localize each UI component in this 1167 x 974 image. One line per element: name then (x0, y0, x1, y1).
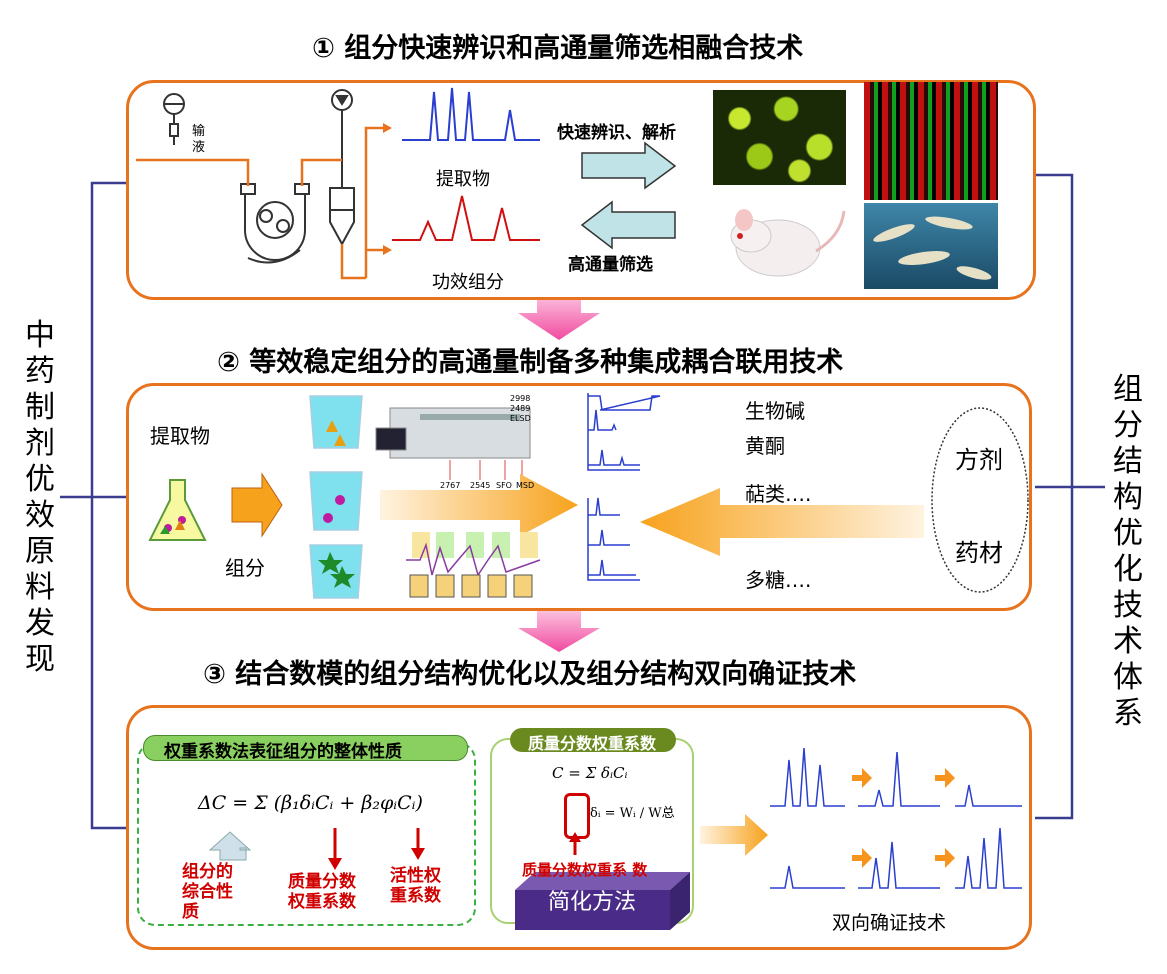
formula-main: ΔC = Σ (β₁δᵢCᵢ + β₂φᵢCᵢ) (198, 792, 423, 814)
formula-delta: δᵢ = Wᵢ / W总 (590, 806, 675, 821)
heatmap-image (864, 82, 998, 200)
extract-label-2: 提取物 (150, 424, 210, 448)
zebrafish-image (864, 203, 998, 289)
weight-coefficient-tag (143, 735, 468, 761)
instrument-label-msd: MSD (516, 481, 535, 490)
effective-fraction-label: 功效组分 (432, 272, 504, 293)
instrument-label-2545: 2545 (470, 481, 491, 490)
cell-micrograph-image (713, 90, 846, 185)
formula-label: 方剂 (955, 446, 1003, 474)
instrument-label-2489: 2489 (510, 404, 531, 413)
mass-fraction-label: 质量分数权重系数 (288, 872, 356, 912)
fast-identification-label: 快速辨识、解析 (557, 123, 676, 143)
mass-fraction-label-2: 质量分数权重系 数 (522, 861, 648, 879)
class-alkaloid: 生物碱 (745, 399, 805, 423)
fraction-label: 组分 (225, 556, 265, 580)
section-2-title: ② 等效稳定组分的高通量制备多种集成耦合联用技术 (217, 347, 844, 378)
simplify-method-label: 简化方法 (548, 890, 637, 915)
formula-simple: C = Σ δᵢCᵢ (552, 764, 628, 782)
section-1-title: ① 组分快速辨识和高通量筛选相融合技术 (312, 33, 804, 64)
instrument-label-elsd: ELSD (510, 414, 531, 423)
instrument-label-2767: 2767 (440, 481, 461, 490)
section-3-title: ③ 结合数模的组分结构优化以及组分结构双向确证技术 (203, 659, 857, 690)
bidirectional-label: 双向确证技术 (832, 912, 947, 934)
weight-coefficient-title: 权重系数法表征组分的整体性质 (164, 742, 402, 762)
extract-label: 提取物 (436, 169, 490, 190)
right-vertical-label: 组分结构优化技术体系 (1113, 372, 1143, 731)
overall-property-label: 组分的综合性质 (182, 862, 233, 922)
activity-weight-label: 活性权重系数 (390, 866, 441, 906)
mass-fraction-tag (510, 728, 676, 752)
class-polysaccharide: 多糖…. (745, 568, 812, 592)
infusion-label: 输液 (192, 124, 206, 155)
mouse-image (716, 196, 846, 286)
instrument-label-sfo: SFO (496, 481, 512, 490)
class-flavonoid: 黄酮 (745, 434, 785, 458)
high-throughput-label: 高通量筛选 (568, 255, 653, 275)
left-vertical-label: 中药制剂优效原料发现 (25, 318, 55, 677)
class-terpenoid: 萜类…. (745, 482, 812, 506)
mass-fraction-title: 质量分数权重系数 (528, 734, 657, 753)
instrument-label-2998: 2998 (510, 394, 531, 403)
herb-label: 药材 (955, 539, 1003, 567)
